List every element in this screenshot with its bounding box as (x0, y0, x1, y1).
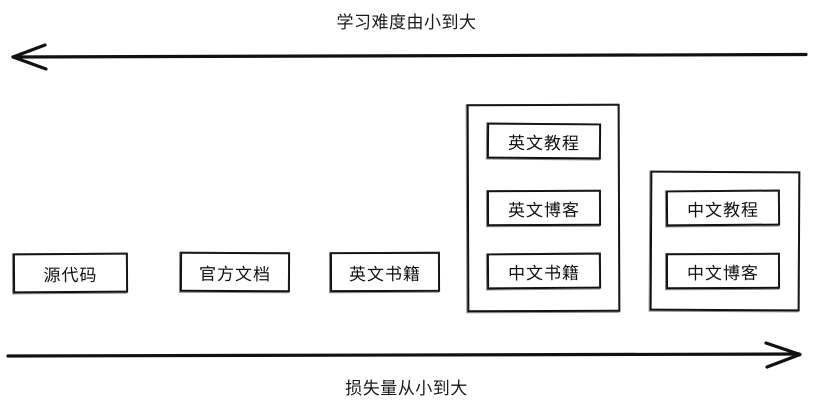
bottom-axis-label: 损失量从小到大 (345, 379, 468, 399)
arrow-right-icon (6, 341, 802, 369)
node-label: 源代码 (43, 265, 98, 286)
node-english-books[interactable]: 英文书籍 (329, 251, 441, 293)
node-label: 中文博客 (686, 263, 760, 284)
arrow-left-icon (11, 43, 808, 71)
node-label: 英文教程 (507, 133, 581, 154)
node-label: 英文博客 (507, 200, 581, 221)
node-english-blog[interactable]: 英文博客 (486, 189, 602, 227)
node-chinese-tutorial[interactable]: 中文教程 (665, 189, 781, 227)
node-source-code[interactable]: 源代码 (12, 252, 129, 294)
node-label: 中文教程 (686, 200, 760, 221)
node-official-docs[interactable]: 官方文档 (179, 251, 291, 293)
node-chinese-blog[interactable]: 中文博客 (665, 252, 781, 290)
node-english-tutorial[interactable]: 英文教程 (486, 122, 602, 160)
node-label: 中文书籍 (507, 263, 581, 284)
top-axis-label: 学习难度由小到大 (336, 13, 477, 33)
node-label: 官方文档 (198, 264, 272, 285)
node-label: 英文书籍 (348, 264, 422, 285)
node-chinese-books[interactable]: 中文书籍 (486, 252, 602, 290)
